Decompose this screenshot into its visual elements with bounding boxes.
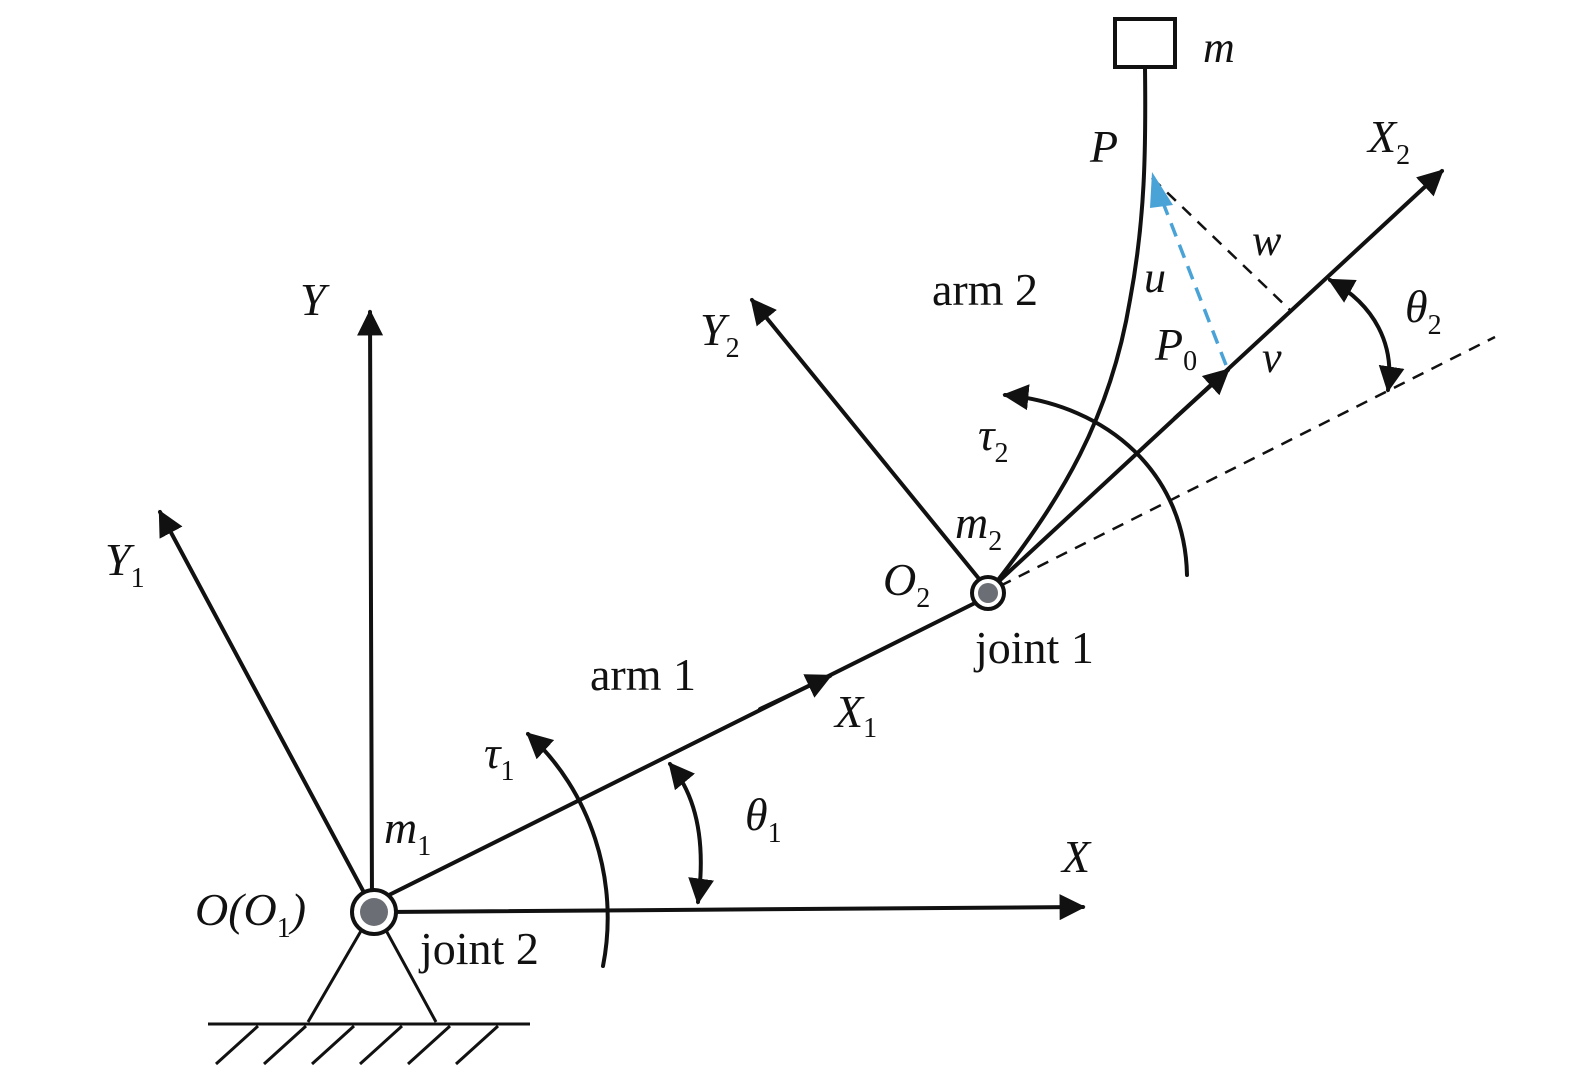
arm1-link [383, 596, 987, 899]
label-o2: O2 [883, 554, 930, 614]
label-tau2: τ2 [978, 409, 1008, 469]
ground-hatching [214, 1024, 500, 1066]
label-y-axis: Y [300, 274, 330, 325]
label-origin: O(O1) [195, 884, 306, 944]
arm2-flexible-link [996, 66, 1148, 582]
label-y1-axis: Y1 [105, 534, 145, 594]
label-x1-axis: X1 [833, 686, 877, 744]
label-tip-mass: m [1203, 23, 1235, 72]
y-axis [357, 309, 384, 907]
label-joint1: joint 1 [973, 622, 1094, 673]
tip-mass-box [1113, 17, 1177, 69]
label-u: u [1144, 253, 1166, 302]
label-y2-axis: Y2 [700, 304, 740, 364]
arm1-extension-dashed [999, 335, 1496, 588]
label-point-p: P [1089, 121, 1118, 172]
label-x2-axis: X2 [1366, 111, 1410, 171]
label-arm1: arm 1 [590, 649, 696, 700]
y1-axis [158, 509, 370, 902]
label-w: w [1252, 216, 1282, 265]
x-axis [383, 894, 1086, 921]
label-tau1: τ1 [484, 727, 514, 787]
displacement-arrowhead [1150, 172, 1173, 208]
tau2-arc [1002, 384, 1189, 577]
label-joint2: joint 2 [418, 923, 539, 974]
theta2-arc [1327, 278, 1405, 393]
displacement-u-arrow [1160, 199, 1228, 366]
x1-axis-arrow [758, 674, 833, 711]
label-theta2: θ2 [1405, 281, 1442, 341]
label-m1: m1 [384, 802, 431, 862]
label-m2: m2 [955, 497, 1002, 557]
tau1-arc [526, 732, 610, 968]
joint1-pivot [970, 575, 1006, 611]
deflection-w-line [1151, 177, 1291, 311]
label-v: v [1262, 333, 1282, 382]
y2-axis [750, 297, 982, 582]
x2-axis-inner-arrow [1173, 368, 1230, 420]
label-arm2: arm 2 [932, 264, 1038, 315]
theta1-arc [668, 762, 715, 905]
label-p0: P0 [1154, 319, 1197, 377]
label-x-axis: X [1060, 831, 1092, 882]
joint2-pivot [350, 888, 398, 936]
label-theta1: θ1 [745, 789, 782, 849]
